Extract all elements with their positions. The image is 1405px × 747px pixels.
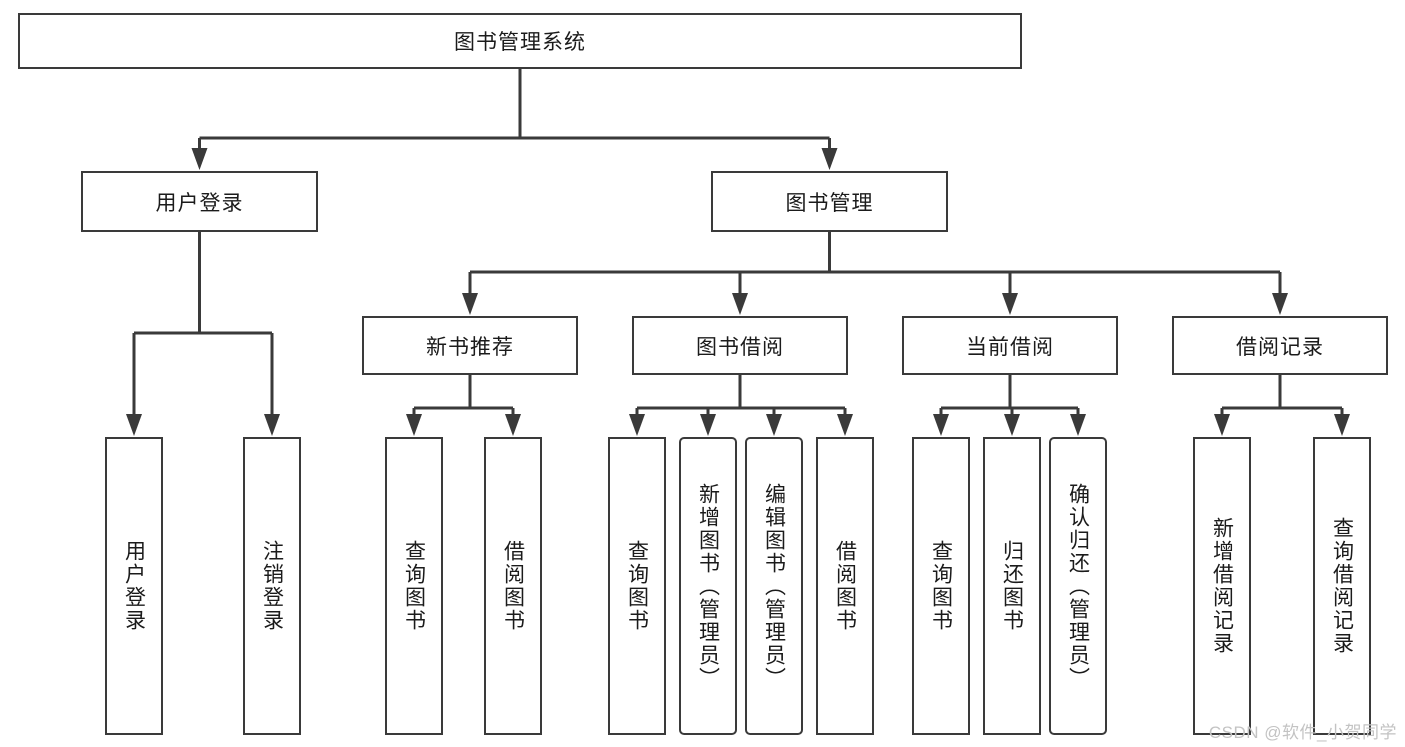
node-user-login[interactable]: 用户登录: [81, 171, 318, 232]
node-book-management[interactable]: 图书管理: [711, 171, 948, 232]
node-leaf-add-book-admin[interactable]: 新增图书（管理员）: [679, 437, 737, 735]
node-leaf-confirm-return-admin[interactable]: 确认归还（管理员）: [1049, 437, 1107, 735]
node-label: 借阅记录: [1236, 335, 1324, 359]
node-leaf-logout[interactable]: 注销登录: [243, 437, 301, 735]
node-label: 确认归还（管理员）: [1066, 482, 1090, 690]
node-label: 查询图书: [625, 540, 649, 632]
node-borrow-records[interactable]: 借阅记录: [1172, 316, 1388, 375]
csdn-watermark: CSDN @软件_小贺同学: [1208, 723, 1397, 742]
node-label: 新增图书（管理员）: [696, 482, 720, 690]
node-label: 图书借阅: [696, 335, 784, 359]
node-root[interactable]: 图书管理系统: [18, 13, 1022, 69]
node-current-borrow[interactable]: 当前借阅: [902, 316, 1118, 375]
node-book-borrow[interactable]: 图书借阅: [632, 316, 848, 375]
node-leaf-edit-book-admin[interactable]: 编辑图书（管理员）: [745, 437, 803, 735]
node-label: 新增借阅记录: [1210, 517, 1234, 655]
node-label: 编辑图书（管理员）: [762, 482, 786, 690]
node-leaf-query-books-borrow[interactable]: 查询图书: [608, 437, 666, 735]
node-leaf-query-books-current[interactable]: 查询图书: [912, 437, 970, 735]
node-label: 查询图书: [929, 540, 953, 632]
node-leaf-query-borrow-record[interactable]: 查询借阅记录: [1313, 437, 1371, 735]
node-leaf-query-books-rec[interactable]: 查询图书: [385, 437, 443, 735]
node-label: 归还图书: [1000, 540, 1024, 632]
node-leaf-return-books[interactable]: 归还图书: [983, 437, 1041, 735]
node-leaf-user-login[interactable]: 用户登录: [105, 437, 163, 735]
node-label: 查询借阅记录: [1330, 517, 1354, 655]
node-label: 图书管理: [785, 191, 874, 215]
node-label: 当前借阅: [966, 335, 1054, 359]
node-label: 借阅图书: [501, 540, 525, 632]
node-label: 注销登录: [260, 540, 284, 632]
node-label: 用户登录: [155, 191, 244, 215]
node-label: 图书管理系统: [454, 31, 586, 54]
node-leaf-add-borrow-record[interactable]: 新增借阅记录: [1193, 437, 1251, 735]
node-label: 用户登录: [122, 540, 146, 632]
node-leaf-borrow-books-borrow[interactable]: 借阅图书: [816, 437, 874, 735]
node-label: 查询图书: [402, 540, 426, 632]
node-label: 新书推荐: [426, 335, 514, 359]
node-label: 借阅图书: [833, 540, 857, 632]
node-new-book-recommend[interactable]: 新书推荐: [362, 316, 578, 375]
node-leaf-borrow-books-rec[interactable]: 借阅图书: [484, 437, 542, 735]
